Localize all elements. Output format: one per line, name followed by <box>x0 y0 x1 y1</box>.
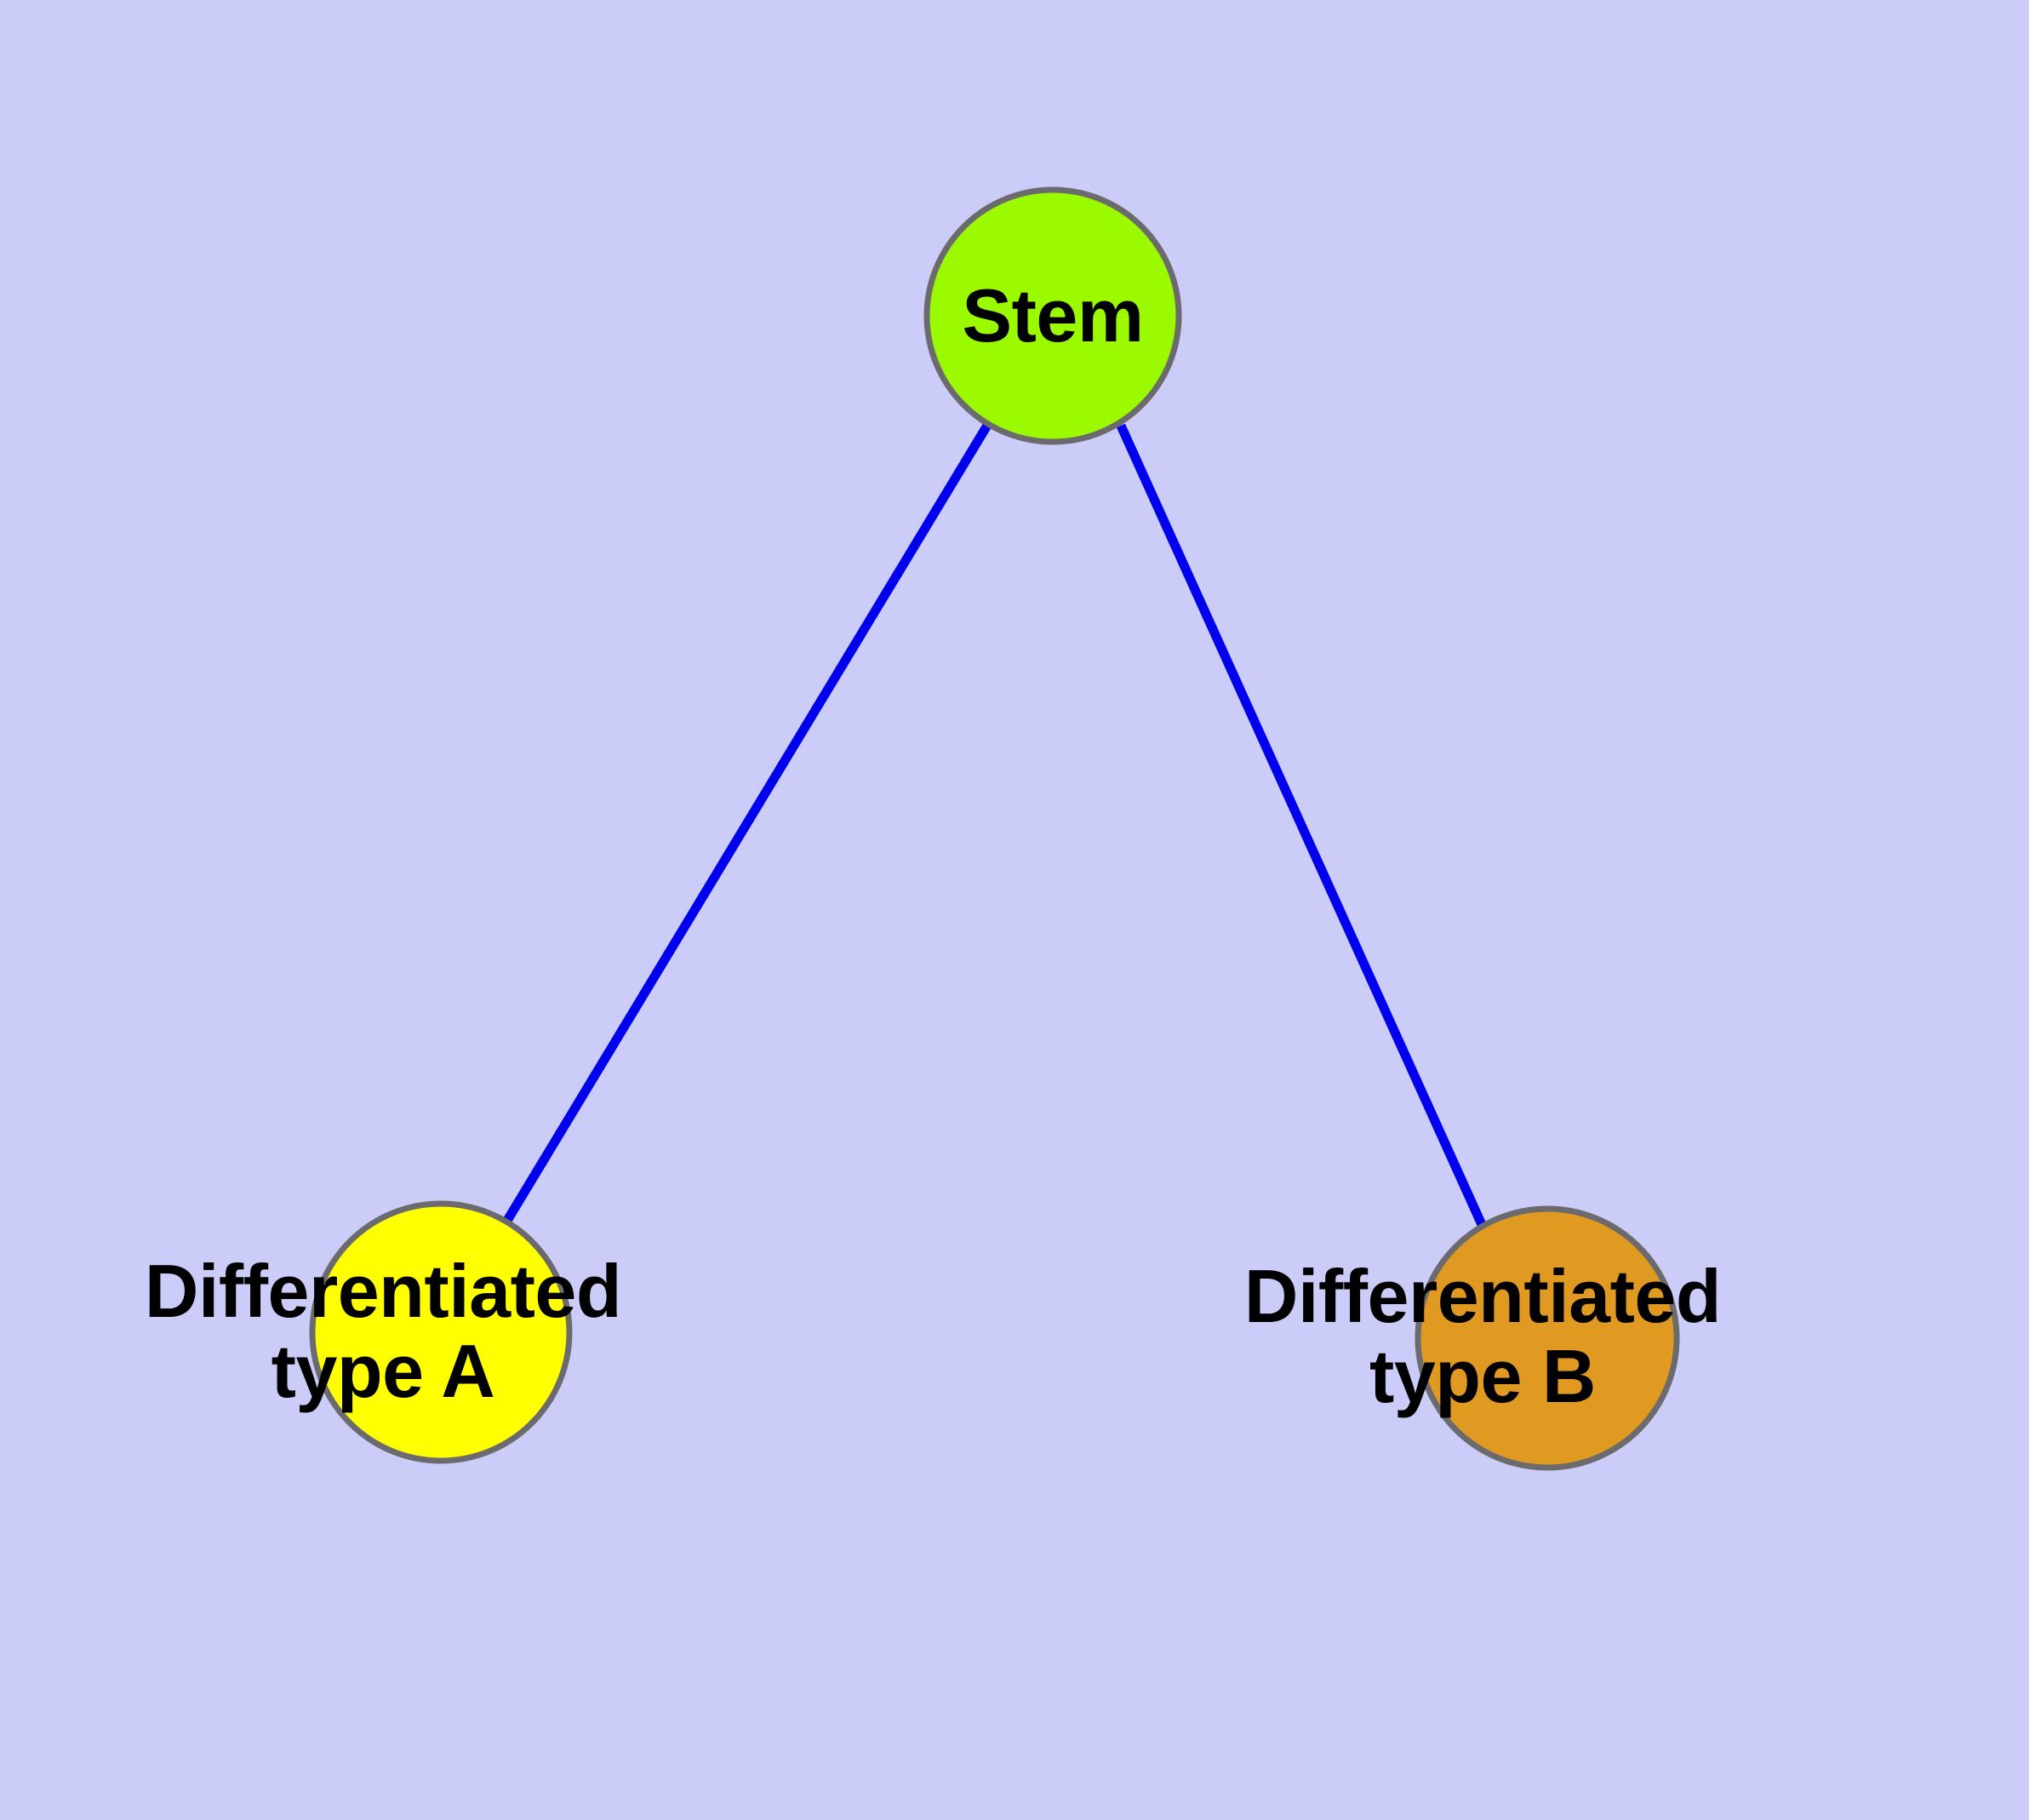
edge-stem-to-differentiated-type-a[interactable] <box>501 421 992 1226</box>
node-differentiated-type-b[interactable] <box>1415 1205 1680 1471</box>
edge-stem-to-differentiated-type-b[interactable] <box>1116 423 1489 1231</box>
node-layer <box>309 186 1680 1471</box>
node-differentiated-type-a[interactable] <box>309 1200 573 1464</box>
edge-layer <box>501 421 1489 1231</box>
node-stem[interactable] <box>923 186 1182 445</box>
